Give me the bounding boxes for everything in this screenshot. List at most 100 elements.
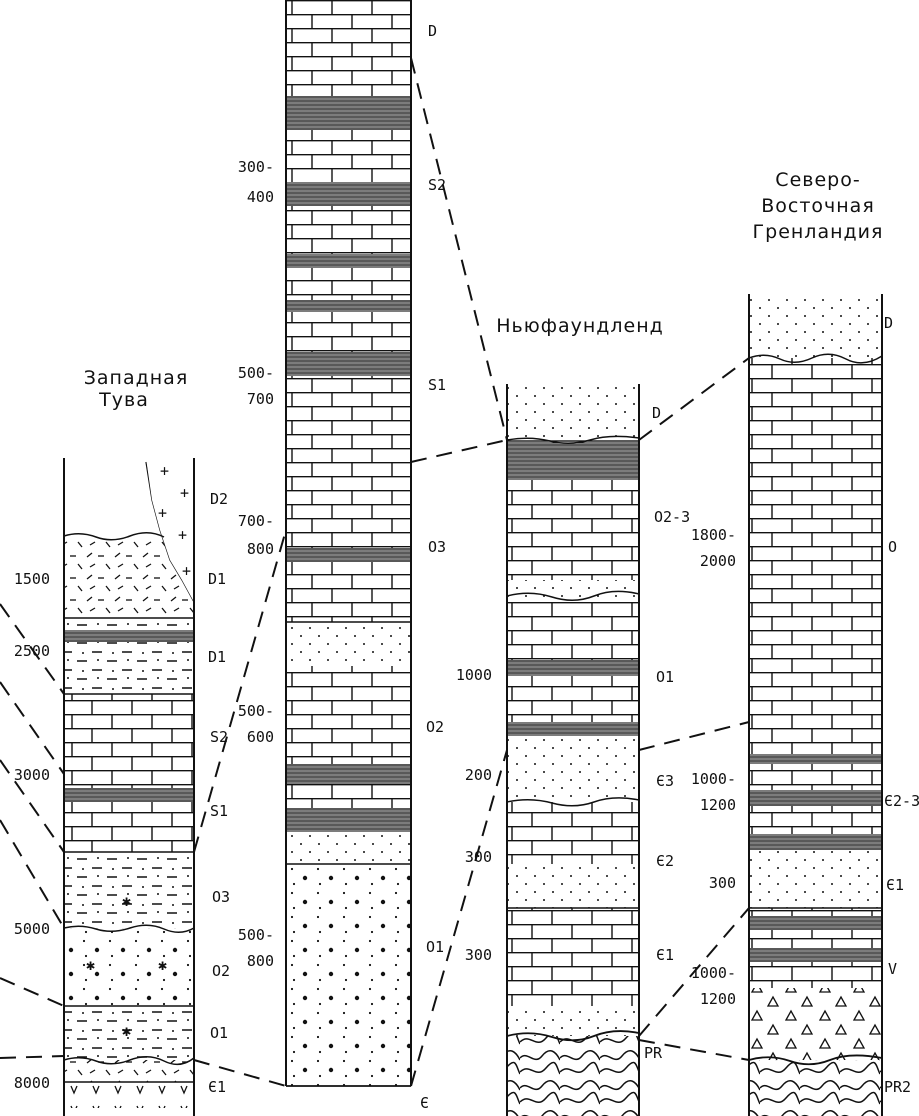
thickness-label: 700 [247,390,274,408]
unit-label: Є2-3 [884,792,919,810]
layer-shale-band [64,630,194,642]
svg-text:+: + [182,562,191,580]
unit-label: D2 [210,490,228,508]
column-western-tuva: + + + + + ✱ ✱ ✱ ✱ [63,458,195,1116]
svg-text:✱: ✱ [122,1022,131,1040]
shale-band-4 [749,916,882,930]
thickness-label: 1200 [700,796,736,814]
column-2 [285,0,412,1087]
correlation-lines [0,57,750,1087]
thickness-label: 300- [238,158,274,176]
unit-label: S2 [428,176,446,194]
svg-text:✱: ✱ [122,892,131,910]
layer-e1-volcanic [64,1060,194,1082]
svg-text:+: + [158,504,167,522]
thickness-label: 600 [247,728,274,746]
unit-label: PR2 [884,1078,911,1096]
unit-label: Є1 [656,946,674,964]
shale-band-5 [286,352,411,376]
layer-e3-sand [507,750,639,802]
shale-band-7 [286,764,411,784]
shale-band-1 [749,754,882,764]
unit-label: D [428,22,437,40]
unit-label: Є1 [886,876,904,894]
layer-o1-silt [64,1006,194,1060]
thickness-label: 400 [247,188,274,206]
thickness-label: 2000 [700,552,736,570]
thickness-label: 300 [465,848,492,866]
shale-band-8 [286,808,411,832]
layer-o23-limestone-2 [507,602,639,624]
thickness-label: 1000- [691,964,736,982]
shale-band-5 [749,948,882,962]
layer-o1-shale-2 [507,722,639,736]
thickness-label: 700- [238,512,274,530]
shale-band-3 [286,254,411,268]
thickness-label: 1000 [456,666,492,684]
svg-text:✱: ✱ [158,956,167,974]
unit-labels: D2 D1 D1 S2 S1 O3 O2 O1 Є1 D S2 S1 O3 O2… [208,22,919,1112]
unit-label: S1 [428,376,446,394]
unit-label: Є [420,1094,429,1112]
unit-label: V [888,960,897,978]
unit-label: O1 [426,938,444,956]
unit-label: O1 [656,668,674,686]
layer-e2-sand [507,864,639,908]
unit-label: O3 [428,538,446,556]
thickness-labels: 1500 2500 3000 5000 8000 300- 400 500- 7… [14,158,736,1092]
granite-intrusion [146,458,194,602]
thickness-label: 2500 [14,642,50,660]
thickness-label: 300 [709,874,736,892]
unit-label: O3 [212,888,230,906]
layer-e1-vvv [64,1082,194,1108]
thickness-label: 1500 [14,570,50,588]
layer-pr-basement [507,1036,639,1116]
column-newfoundland [506,384,640,1116]
unit-label: O2 [212,962,230,980]
layer-o2-sand-bottom [286,832,411,864]
layer-o2-sand [64,928,194,1006]
layer-o2-sand-top [286,622,411,666]
layer-v-tillite [749,988,882,1060]
unit-label: D [652,404,661,422]
shale-band-2 [749,790,882,806]
unit-label: D [884,314,893,332]
thickness-label: 5000 [14,920,50,938]
unit-label: PR [644,1044,663,1062]
titles: Западная Тува Ньюфаундленд Северо- Восто… [84,169,883,411]
svg-text:+: + [180,484,189,502]
svg-text:+: + [178,526,187,544]
layer-shale-top [507,440,639,480]
unit-label: S1 [210,802,228,820]
layer-s2-limestone [64,694,194,774]
layer-e1-limestone [507,908,639,1006]
shale-band-4 [286,300,411,312]
thickness-label: 500- [238,364,274,382]
unit-label: Є3 [656,772,674,790]
thickness-label: 200 [465,766,492,784]
thickness-label: 300 [465,946,492,964]
layer-o1-conglomerate [286,864,411,1086]
unit-label: D1 [208,570,226,588]
svg-text:✱: ✱ [86,956,95,974]
layer-e2-limestone [507,802,639,864]
thickness-label: 1000- [691,770,736,788]
shale-band-2 [286,182,411,206]
layer-sand-thin [507,580,639,602]
layer-o2-limestone [286,666,411,832]
thickness-label: 3000 [14,766,50,784]
title-greenland-line2: Восточная [761,195,875,217]
shale-band-3 [749,834,882,850]
title-newfoundland: Ньюфаундленд [496,315,664,337]
thickness-label: 800 [247,540,274,558]
shale-band-1 [286,96,411,130]
layer-sand-mid [507,736,639,750]
svg-text:+: + [160,462,169,480]
layer-d1-silt [64,618,194,694]
unit-label: O1 [210,1024,228,1042]
thickness-label: 500- [238,926,274,944]
unit-label: Є2 [656,852,674,870]
thickness-label: 1800- [691,526,736,544]
layer-s1-limestone [64,774,194,852]
layer-o1-shale [507,660,639,676]
